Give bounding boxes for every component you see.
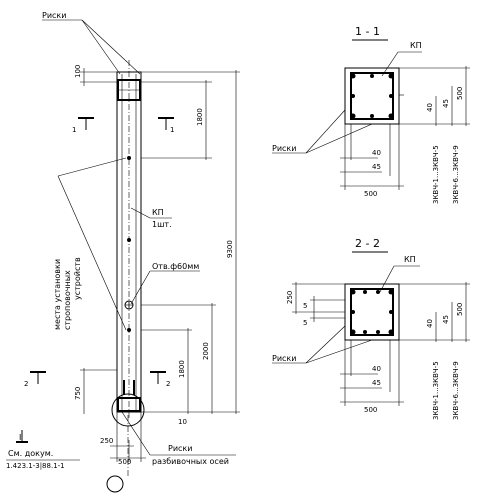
s1-mark-a: 3КВЧ-1...3КВЧ-5: [432, 145, 440, 204]
s2-mark-b: 3КВЧ-6...3КВЧ-9: [452, 361, 460, 420]
axis-bubble: [106, 475, 124, 493]
dim-9300: 9300: [226, 240, 234, 258]
osey-label: разбивочных осей: [152, 457, 229, 466]
column-elevation: Риски 100 1 1 1800 9300 2000 1800: [6, 11, 240, 493]
dim-750: 750: [74, 387, 82, 400]
kp-sec2-label: КП: [404, 255, 416, 264]
dim-250-bottom: 250: [100, 437, 113, 445]
dim-500-bottom: 500: [118, 458, 131, 466]
mesta-label: места установки: [53, 259, 62, 330]
dim-10: 10: [178, 418, 187, 426]
s1-mark-b: 3КВЧ-6...3КВЧ-9: [452, 145, 460, 204]
s2-dim-40b: 40: [372, 365, 381, 373]
section-1-right: 1: [170, 126, 174, 134]
dim-1800-bottom: 1800: [178, 360, 186, 378]
s1-dim-500-right: 500: [456, 87, 464, 100]
s1-dim-500-bottom: 500: [364, 190, 377, 198]
s2-mark-a: 3КВЧ-1...3КВЧ-5: [432, 361, 440, 420]
s2-dim-45b: 45: [372, 379, 381, 387]
ustroystv-label: устройств: [73, 257, 82, 300]
section-2-title: 2 - 2: [355, 237, 380, 250]
section-1-1: 1 - 1 КП Риски 500 45 40: [272, 25, 470, 204]
s2-dim-500-bottom: 500: [364, 406, 377, 414]
hole-label: Отв.ф60мм: [152, 262, 199, 271]
riski-sec1-label: Риски: [272, 144, 296, 153]
see-doc: См. докум.: [8, 449, 53, 458]
detail-marker: I: [19, 433, 21, 442]
stropovochnykh-label: строповочных: [63, 270, 72, 330]
riski-top-label: Риски: [42, 11, 66, 20]
section-2-2: 2 - 2 КП 250 5 5 Риски: [272, 237, 470, 420]
s1-dim-45: 45: [442, 99, 450, 108]
dim-100: 100: [74, 65, 82, 78]
dim-1800-top: 1800: [196, 108, 204, 126]
kp-sec1-label: КП: [410, 41, 422, 50]
riski-bottom-label: Риски: [168, 444, 192, 453]
s1-dim-40: 40: [426, 103, 434, 112]
kp-qty: 1шт.: [152, 220, 172, 229]
kp-label: КП: [152, 208, 164, 217]
s2-dim-250: 250: [286, 291, 294, 304]
doc-ref: 1.423.1-3|88.1-1: [6, 462, 65, 470]
s2-dim-45: 45: [442, 315, 450, 324]
s2-dim-5a: 5: [303, 302, 307, 310]
dim-2000: 2000: [202, 342, 210, 360]
s2-dim-500-right: 500: [456, 303, 464, 316]
riski-sec2-label: Риски: [272, 354, 296, 363]
s2-dim-5b: 5: [303, 319, 307, 327]
s1-dim-40b: 40: [372, 149, 381, 157]
s1-dim-45b: 45: [372, 163, 381, 171]
section-2-left: 2: [24, 380, 28, 388]
section-1-title: 1 - 1: [355, 25, 380, 38]
s2-dim-40: 40: [426, 319, 434, 328]
section-2-right: 2: [166, 380, 170, 388]
section-1-left: 1: [72, 126, 76, 134]
